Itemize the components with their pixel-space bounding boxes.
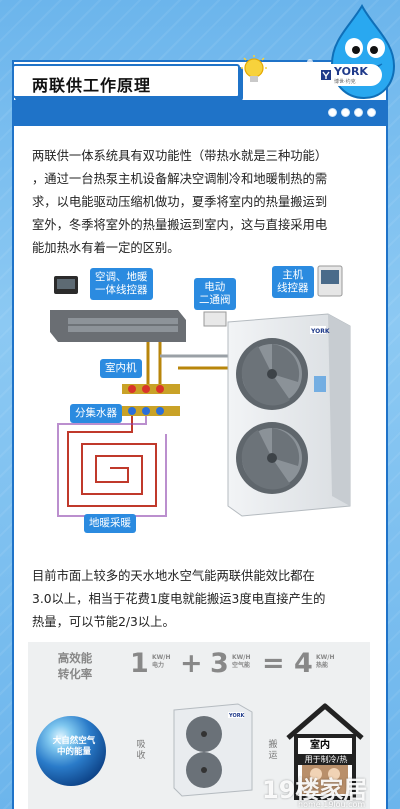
card-dots xyxy=(328,108,376,117)
unit-brand-text: YORK xyxy=(310,328,330,335)
label-controller-line: 空调、地暖 xyxy=(95,271,148,283)
outdoor-unit-icon: YORK xyxy=(173,703,253,797)
section-title: 两联供工作原理 xyxy=(12,64,240,98)
transport-label: 搬运 xyxy=(268,740,278,761)
system-diagram: YORK 空调、地暖 一体线控器 电动 二通阀 主机 线控器 室内机 分集水器 … xyxy=(28,256,376,538)
watermark-logo-text: 19楼家居 xyxy=(262,776,368,804)
label-manifold: 分集水器 xyxy=(70,404,122,423)
equation-unit-line: KW/H xyxy=(152,654,171,661)
label-indoor-unit: 室内机 xyxy=(100,359,142,378)
section-title-text: 两联供工作原理 xyxy=(32,76,152,95)
dot-icon xyxy=(341,108,350,117)
equation-number: 3 xyxy=(210,648,229,679)
dot-icon xyxy=(354,108,363,117)
earth-caption-line: 大自然空气 xyxy=(52,736,96,746)
intro-line: 能加热水有着一定的区别。 xyxy=(32,241,180,255)
earth-globe-icon xyxy=(36,716,106,786)
label-controller: 空调、地暖 一体线控器 xyxy=(90,268,153,300)
equation-unit-line: 空气能 xyxy=(232,662,251,669)
york-logo-text: YORK xyxy=(334,65,368,78)
infographic-title-line: 高效能 xyxy=(57,651,93,665)
card-header-bar xyxy=(14,100,386,126)
equation-number: 1 xyxy=(130,648,149,679)
equation-unit-line: KW/H xyxy=(316,654,335,661)
efficiency-line: 热量，可以节能2/3以上。 xyxy=(32,615,175,629)
equation-unit-line: KW/H xyxy=(232,654,251,661)
label-valve-line: 二通阀 xyxy=(199,294,231,306)
dot-icon xyxy=(328,108,337,117)
label-main-controller-line: 主机 xyxy=(282,269,304,281)
earth-caption: 大自然空气 中的能量 xyxy=(48,736,100,758)
house-subtitle: 用于制冷/热 xyxy=(296,754,356,765)
house-icon xyxy=(286,703,364,800)
watermark: 19楼家居 home.19lou.com xyxy=(262,770,368,809)
infographic-unit-brand: YORK xyxy=(228,713,246,719)
efficiency-paragraph: 目前市面上较多的天水地水空气能两联供能效比都在 3.0以上，相当于花费1度电就能… xyxy=(32,565,368,634)
equation-unit-line: 电力 xyxy=(152,662,165,669)
absorb-label: 吸收 xyxy=(136,740,146,761)
equation-operator: + xyxy=(180,648,203,679)
efficiency-line: 目前市面上较多的天水地水空气能两联供能效比都在 xyxy=(32,569,315,583)
label-floor-heating: 地暖采暖 xyxy=(84,514,136,533)
watermark-url: home.19lou.com xyxy=(298,800,366,809)
equation-number: 4 xyxy=(294,648,313,679)
label-main-controller-line: 线控器 xyxy=(277,282,309,294)
intro-line: 室外，冬季将室外的热量搬运到室内，这与直接采用电 xyxy=(32,218,328,232)
equation-unit-line: 热能 xyxy=(316,662,329,669)
label-main-controller: 主机 线控器 xyxy=(272,266,314,298)
earth-caption-line: 中的能量 xyxy=(56,747,91,757)
dot-icon xyxy=(367,108,376,117)
system-diagram-illustration: YORK xyxy=(50,265,351,517)
york-logo-subtext: 博世·约克 xyxy=(334,79,356,85)
intro-line: 求，以电能驱动压缩机做功，夏季将室内的热量搬运到 xyxy=(32,195,328,209)
equation-operator: = xyxy=(262,648,285,679)
label-controller-line: 一体线控器 xyxy=(95,284,148,296)
infographic-title: 高效能 转化率 xyxy=(50,650,100,682)
intro-line: 两联供一体系统具有双功能性（带热水就是三种功能） xyxy=(32,149,328,163)
intro-paragraph: 两联供一体系统具有双功能性（带热水就是三种功能） ，通过一台热泵主机设备解决空调… xyxy=(32,145,368,260)
infographic-title-line: 转化率 xyxy=(57,667,93,681)
light-bulb-icon xyxy=(241,55,267,82)
york-mark-icon xyxy=(321,70,332,80)
intro-line: ，通过一台热泵主机设备解决空调制冷和地暖制热的需 xyxy=(32,172,328,186)
efficiency-line: 3.0以上，相当于花费1度电就能搬运3度电直接产生的 xyxy=(32,592,326,606)
house-title: 室内 xyxy=(310,740,330,751)
label-valve: 电动 二通阀 xyxy=(194,278,236,310)
label-valve-line: 电动 xyxy=(204,281,226,293)
